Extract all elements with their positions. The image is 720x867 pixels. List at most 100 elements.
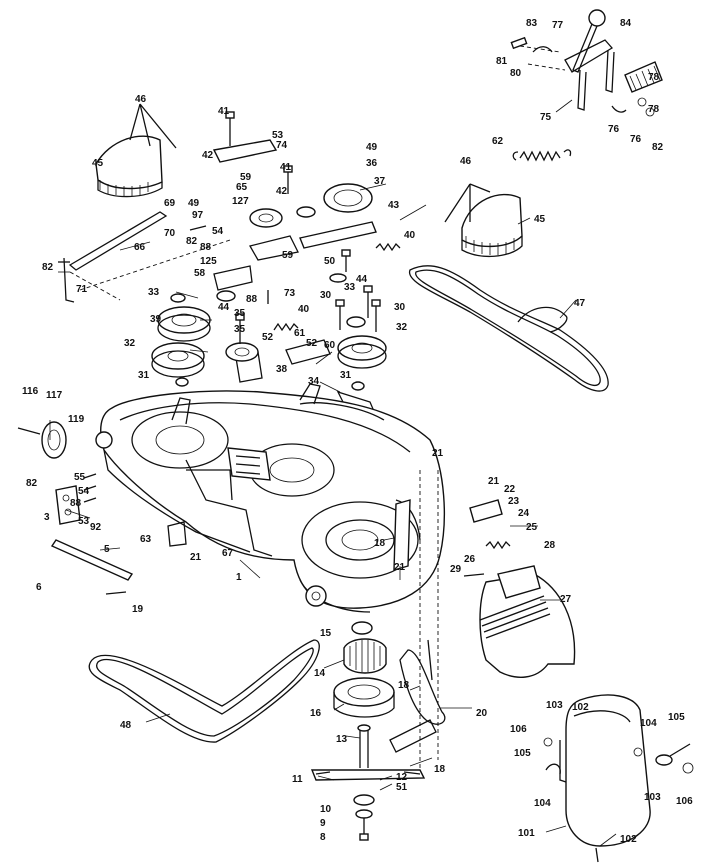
label-74: 74 [276,140,288,151]
label-54-top: 54 [212,226,224,237]
label-3: 3 [44,512,50,523]
label-92: 92 [90,522,102,533]
label-82-top: 82 [186,236,198,247]
label-51: 51 [396,782,408,793]
label-117: 117 [46,390,63,401]
label-105-left: 105 [514,748,531,759]
label-119: 119 [68,414,85,425]
label-39: 39 [150,314,162,325]
label-88-deck: 88 [70,498,82,509]
label-127: 127 [232,196,249,207]
label-32-right: 32 [396,322,408,333]
label-34: 34 [308,376,320,387]
label-1: 1 [236,572,242,583]
label-88-top: 88 [200,242,212,253]
label-22: 22 [504,484,516,495]
label-55: 55 [74,472,86,483]
label-24: 24 [518,508,530,519]
label-32-left: 32 [124,338,136,349]
label-49-top: 49 [366,142,378,153]
label-70: 70 [164,228,176,239]
label-21-deck: 21 [394,562,406,573]
deck-rear-bracket [389,470,446,770]
label-45-left: 45 [92,158,104,169]
label-30-right: 30 [394,302,406,313]
label-82-deck: 82 [26,478,38,489]
label-60: 60 [324,340,336,351]
label-53-deck: 53 [78,516,90,527]
part-labels: 46 45 41 53 74 42 41 59 65 127 42 49 36 … [22,18,693,845]
label-105-right: 105 [668,712,685,723]
label-8: 8 [320,832,326,843]
label-79: 78 [648,72,660,83]
label-36: 36 [366,158,378,169]
label-41-top: 41 [218,106,230,117]
label-83: 83 [526,18,538,29]
spring-62 [512,149,572,162]
label-35-mid: 35 [234,324,246,335]
label-42-left: 42 [202,150,214,161]
label-16: 16 [310,708,322,719]
label-27: 27 [560,594,572,605]
drive-belt-47 [409,265,609,392]
label-40-right: 40 [404,230,416,241]
label-21-right: 21 [488,476,500,487]
pulleys [151,183,387,391]
mower-deck [95,383,446,613]
label-10: 10 [320,804,332,815]
label-78: 78 [648,104,660,115]
label-103-top: 103 [546,700,563,711]
label-62: 62 [492,136,504,147]
label-26: 26 [464,554,476,565]
label-20: 20 [476,708,488,719]
label-71: 71 [76,284,88,295]
label-18-top: 18 [374,538,386,549]
label-116: 116 [22,386,39,397]
linkage-rod-66 [58,211,231,303]
label-52-left: 52 [262,332,274,343]
label-46-right: 46 [460,156,472,167]
label-104-right: 104 [640,718,657,729]
label-102-top: 102 [572,702,589,713]
label-82-left: 82 [42,262,54,273]
label-76-right: 76 [630,134,642,145]
label-23: 23 [508,496,520,507]
label-30-mid: 30 [320,290,332,301]
label-49-left: 49 [188,198,200,209]
label-61: 61 [294,328,306,339]
label-48: 48 [120,720,132,731]
label-76-left: 76 [608,124,620,135]
belt-cover-left [95,103,177,198]
label-59-mid: 59 [282,250,294,261]
label-46-left: 46 [135,94,147,105]
label-59-top: 59 [240,172,252,183]
lift-handle-assembly [510,9,663,117]
label-28: 28 [544,540,556,551]
label-88-mid: 88 [246,294,258,305]
label-58: 58 [194,268,206,279]
label-69: 69 [164,198,176,209]
label-67: 67 [222,548,234,559]
label-82-handle: 82 [652,142,664,153]
label-84: 84 [620,18,632,29]
label-6: 6 [36,582,42,593]
label-104-left: 104 [534,798,551,809]
label-42-mid: 42 [276,186,288,197]
label-81: 81 [496,56,508,67]
label-80: 80 [510,68,522,79]
label-52-right: 52 [306,338,318,349]
label-45-right: 45 [534,214,546,225]
label-9: 9 [320,818,326,829]
deck-hanger-left [17,421,187,595]
label-97: 97 [192,210,204,221]
label-11: 11 [292,774,303,785]
label-29: 29 [450,564,462,575]
label-44-left: 44 [218,302,230,313]
label-68: 66 [134,242,146,253]
label-13: 13 [336,734,348,745]
label-31-left: 31 [138,370,150,381]
spindle-assembly [310,621,426,841]
label-106-right: 106 [676,796,693,807]
